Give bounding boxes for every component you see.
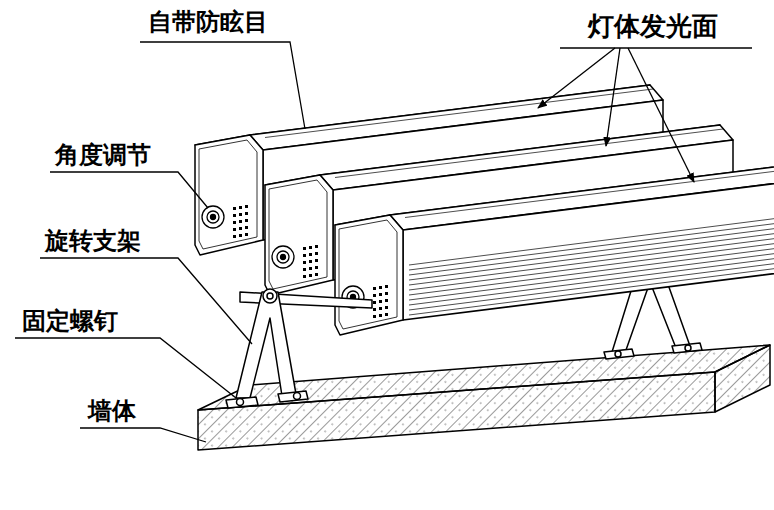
vent-dot bbox=[309, 253, 312, 256]
lamp-line bbox=[409, 240, 774, 290]
vent-dot bbox=[315, 245, 318, 248]
vent-dot bbox=[373, 287, 376, 290]
lamp-line bbox=[409, 260, 774, 310]
vent-dot bbox=[385, 285, 388, 288]
adjust-knob bbox=[281, 255, 286, 260]
vent-dot bbox=[233, 214, 236, 217]
vent-dot bbox=[379, 286, 382, 289]
vent-dot bbox=[315, 266, 318, 269]
vent-dot bbox=[303, 254, 306, 257]
vent-dot bbox=[233, 221, 236, 224]
vent-dot bbox=[233, 207, 236, 210]
adjust-knob bbox=[202, 206, 224, 228]
lamp-line bbox=[409, 255, 774, 305]
adjust-knob bbox=[207, 211, 219, 223]
lamp-face bbox=[199, 140, 257, 249]
lamp-line bbox=[409, 245, 774, 295]
vent-dot bbox=[303, 247, 306, 250]
vent-dot bbox=[239, 227, 242, 230]
vent-dot bbox=[239, 206, 242, 209]
vent-dot bbox=[379, 307, 382, 310]
vent-dot bbox=[245, 212, 248, 215]
adjust-knob bbox=[211, 215, 216, 220]
lamp-line bbox=[405, 169, 774, 218]
vent-dot bbox=[379, 293, 382, 296]
rotating-bracket bbox=[226, 289, 372, 408]
vent-dot bbox=[373, 308, 376, 311]
vent-dot bbox=[303, 275, 306, 278]
lamp-line bbox=[409, 215, 774, 265]
vent-dot bbox=[245, 219, 248, 222]
vent-dot bbox=[309, 267, 312, 270]
vent-dot bbox=[245, 233, 248, 236]
vent-dot bbox=[239, 213, 242, 216]
lamp-face bbox=[265, 175, 333, 295]
lamp-line bbox=[409, 225, 774, 275]
vent-dot bbox=[385, 292, 388, 295]
vent-dot bbox=[309, 260, 312, 263]
part-label: 墙体 bbox=[88, 398, 136, 424]
vent-dot bbox=[385, 299, 388, 302]
vent-dot bbox=[373, 294, 376, 297]
vent-dot bbox=[379, 300, 382, 303]
vent-dot bbox=[373, 315, 376, 318]
part-label: 自带防眩目 bbox=[148, 9, 268, 35]
vent-dot bbox=[309, 274, 312, 277]
vent-dot bbox=[245, 205, 248, 208]
vent-dot bbox=[385, 313, 388, 316]
adjust-knob bbox=[272, 246, 294, 268]
lamp-body bbox=[335, 165, 774, 335]
vent-dot bbox=[233, 228, 236, 231]
lamp-line bbox=[409, 220, 774, 270]
vent-dot bbox=[239, 234, 242, 237]
lamp-line bbox=[409, 235, 774, 285]
vent-dot bbox=[315, 252, 318, 255]
lamp-face bbox=[339, 220, 397, 329]
vent-dot bbox=[245, 226, 248, 229]
vent-dot bbox=[373, 301, 376, 304]
leader-lines bbox=[15, 42, 752, 442]
lamp-line bbox=[335, 129, 723, 178]
lamp-line bbox=[265, 89, 653, 138]
vent-dot bbox=[385, 306, 388, 309]
lamp-line bbox=[409, 230, 774, 280]
lamp-bodies bbox=[195, 85, 774, 335]
vent-dot bbox=[379, 314, 382, 317]
part-label: 灯体发光面 bbox=[588, 12, 718, 41]
vent-dot bbox=[239, 220, 242, 223]
lamp-line bbox=[409, 250, 774, 300]
vent-dot bbox=[315, 273, 318, 276]
part-label: 角度调节 bbox=[55, 142, 151, 168]
lamp-face bbox=[195, 135, 263, 255]
vent-dot bbox=[303, 268, 306, 271]
vent-dot bbox=[315, 259, 318, 262]
lamp-face bbox=[269, 180, 327, 289]
adjust-knob bbox=[277, 251, 289, 263]
part-label: 旋转支架 bbox=[45, 228, 141, 254]
vent-dot bbox=[303, 261, 306, 264]
vent-dot bbox=[309, 246, 312, 249]
lamp-face bbox=[403, 180, 774, 320]
vent-dot bbox=[233, 235, 236, 238]
lamp-face bbox=[335, 215, 403, 335]
part-label: 固定螺钉 bbox=[22, 308, 118, 334]
lamp-line bbox=[409, 265, 774, 315]
